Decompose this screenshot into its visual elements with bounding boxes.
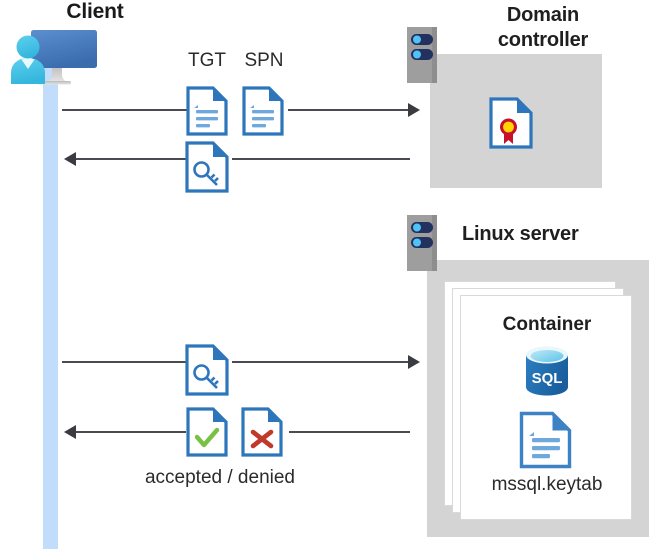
key-document-icon (185, 141, 229, 198)
message-1-arrowhead (408, 103, 420, 117)
sql-database-label: SQL (532, 370, 563, 387)
server-rack-icon (407, 27, 445, 88)
server-rack-icon (407, 215, 445, 276)
certificate-document-icon (489, 97, 533, 154)
domain-controller-title: Domain controller (443, 3, 643, 53)
message-2-line-left (76, 158, 186, 160)
message-4-line-left (76, 431, 186, 433)
denied-document-icon (241, 407, 283, 462)
message-2-arrowhead (64, 152, 76, 166)
container-card-front[interactable]: Container (460, 295, 632, 520)
message-3-arrowhead (408, 355, 420, 369)
message-1-line-left (62, 109, 188, 111)
domain-controller-title-line-2: controller (497, 29, 589, 51)
message-4-arrowhead (64, 425, 76, 439)
document-lines-icon (242, 86, 284, 141)
keytab-document-icon (519, 411, 573, 474)
spn-label: SPN (244, 50, 284, 71)
domain-controller-title-line-1: Domain (506, 4, 580, 26)
message-4-line-right (289, 431, 410, 433)
key-document-icon (185, 344, 229, 401)
document-lines-icon (186, 86, 228, 141)
sql-database-icon: SQL (518, 344, 576, 403)
container-title: Container (502, 314, 592, 335)
message-3-line-right (232, 361, 410, 363)
client-computer-user-icon (6, 22, 102, 94)
message-2-line-right (232, 158, 410, 160)
message-3-line-left (62, 361, 186, 363)
client-actor-label: Client (66, 0, 124, 23)
accepted-document-icon (186, 407, 228, 462)
accepted-denied-caption: accepted / denied (144, 467, 295, 488)
client-lifeline (43, 62, 58, 549)
tgt-label: TGT (188, 50, 226, 71)
keytab-filename-label: mssql.keytab (491, 474, 603, 495)
linux-server-title: Linux server (462, 223, 579, 245)
message-1-line-right (288, 109, 410, 111)
